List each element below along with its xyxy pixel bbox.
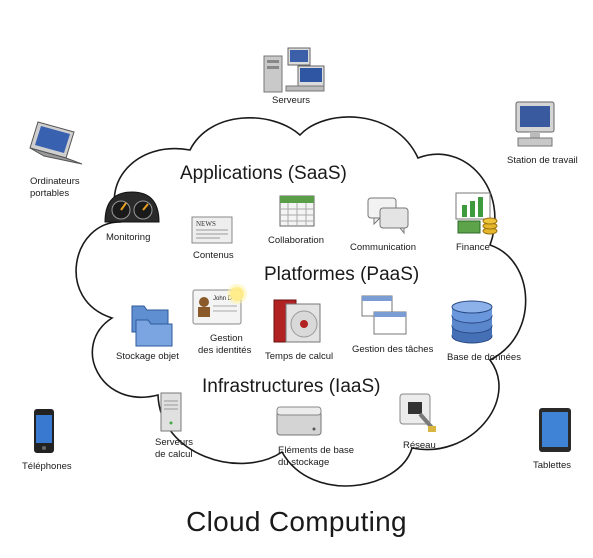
- queues-label: Gestion des tâches: [352, 344, 434, 355]
- workstation-icon: [515, 101, 555, 147]
- identity-card-text: John D: [213, 296, 233, 302]
- servers-label: Serveurs: [272, 95, 311, 106]
- tablet-icon: [539, 408, 571, 452]
- runtime-disc-icon: [273, 299, 321, 343]
- storage-label-line1: Eléments de base: [278, 445, 355, 456]
- monitoring-gauge-icon: [104, 191, 160, 223]
- laptop-icon: [29, 121, 83, 165]
- compute-label-line1: Serveurs: [155, 437, 194, 448]
- content-label: Contenus: [193, 250, 234, 261]
- database-icon: [451, 300, 493, 344]
- server-tower-icon: [160, 392, 182, 432]
- database-label: Base de données: [447, 352, 521, 363]
- calendar-icon: [279, 195, 315, 227]
- identity-label-line2: des identités: [198, 345, 252, 356]
- communication-label: Communication: [350, 242, 416, 253]
- monitoring-label: Monitoring: [106, 232, 151, 243]
- identity-label-line1: Gestion: [210, 333, 243, 344]
- network-socket-icon: [399, 393, 436, 432]
- runtime-label: Temps de calcul: [265, 351, 334, 362]
- speech-bubbles-icon: [367, 197, 409, 235]
- network-label: Réseau: [403, 440, 436, 451]
- tablets-label: Tablettes: [533, 460, 572, 471]
- compute-label-line2: de calcul: [155, 449, 193, 460]
- laptops-label-line2: portables: [30, 188, 70, 199]
- object-storage-label: Stockage objet: [116, 351, 179, 362]
- finance-chart-icon: [455, 192, 498, 235]
- folders-icon: [131, 305, 173, 347]
- workstation-label: Station de travail: [507, 155, 578, 166]
- phones-label: Téléphones: [22, 461, 72, 472]
- identity-card-icon: John D: [192, 284, 247, 325]
- news-text: NEWS: [196, 220, 216, 228]
- storage-drive-icon: [276, 406, 322, 436]
- saas-heading: Applications (SaaS): [180, 163, 347, 184]
- finance-label: Finance: [456, 242, 490, 253]
- collaboration-label: Collaboration: [268, 235, 324, 246]
- iaas-heading: Infrastructures (IaaS): [202, 376, 381, 397]
- storage-label-line2: du stockage: [278, 457, 330, 468]
- diagram-caption: Cloud Computing: [186, 506, 407, 537]
- laptops-label-line1: Ordinateurs: [30, 176, 80, 187]
- phone-icon: [34, 409, 54, 453]
- newspaper-icon: NEWS: [191, 216, 233, 244]
- servers-icon: [263, 47, 325, 93]
- paas-heading: Platformes (PaaS): [264, 264, 420, 285]
- task-windows-icon: [361, 295, 407, 335]
